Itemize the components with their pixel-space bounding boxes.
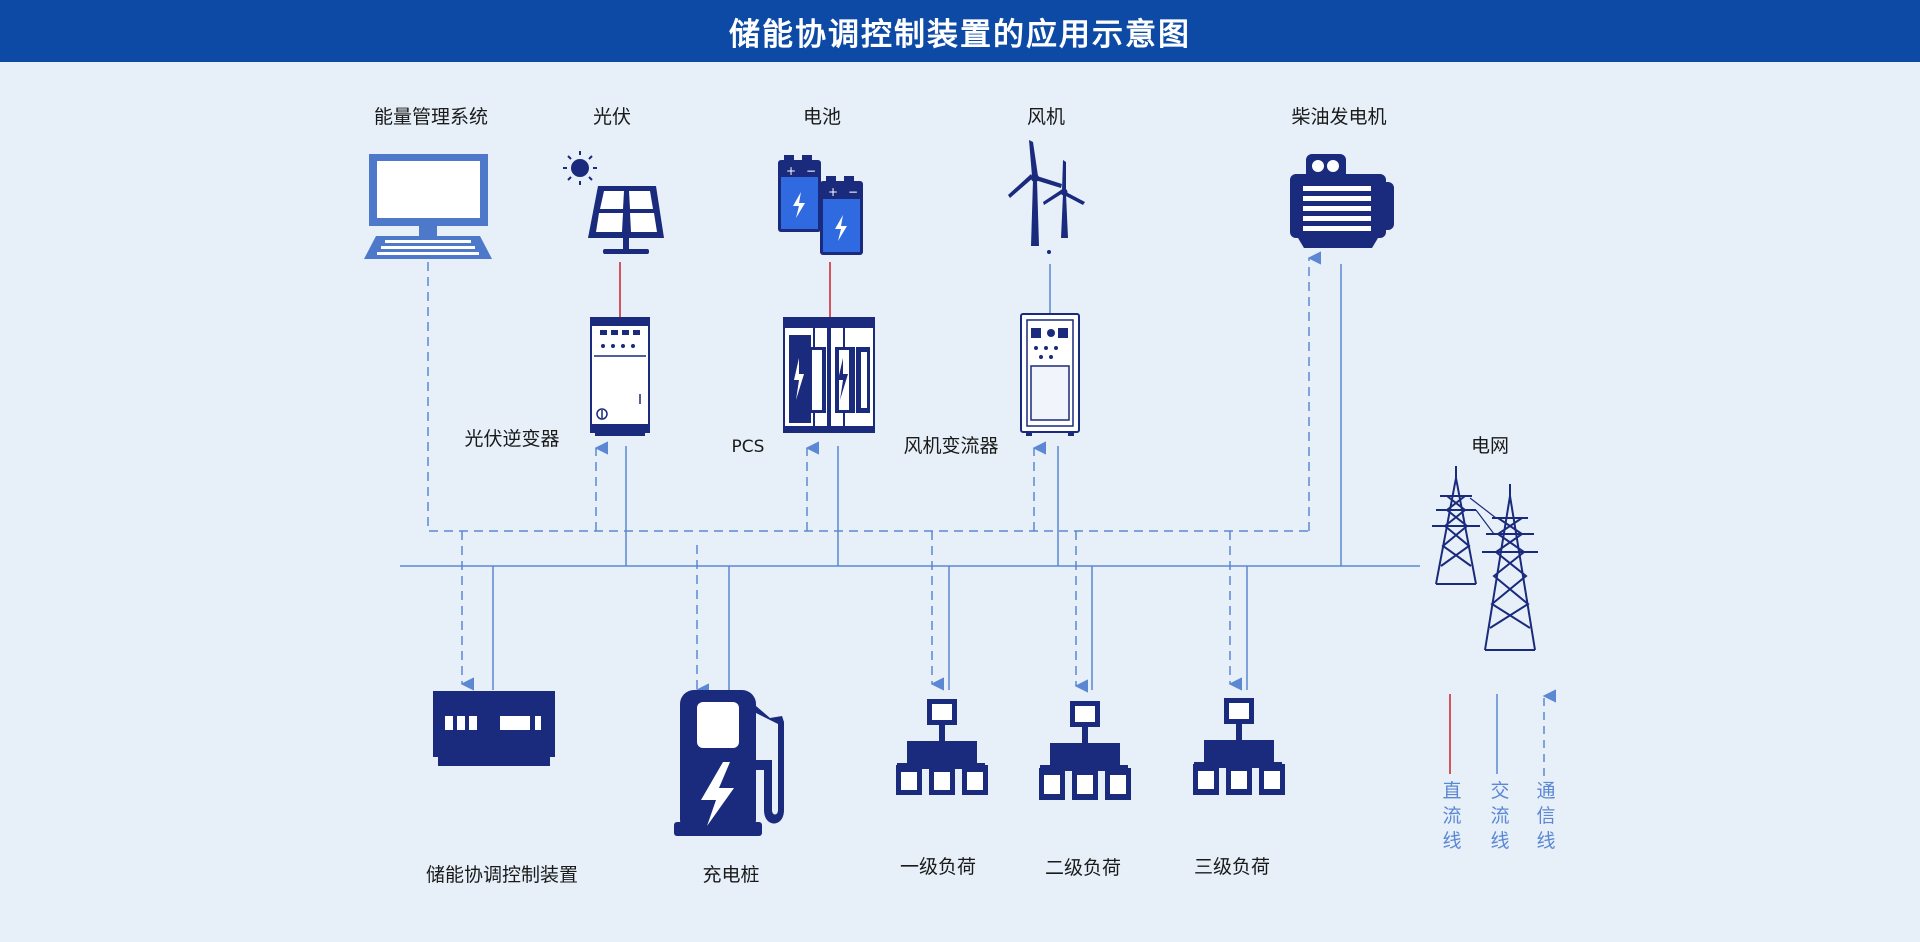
diesel-generator-icon	[1290, 154, 1394, 248]
inverter-cabinet-icon	[590, 317, 650, 436]
label-ems: 能量管理系统	[374, 106, 488, 128]
legend-comm-char-3: 线	[1536, 830, 1555, 852]
monitor-icon	[364, 154, 492, 259]
legend: 直 流 线 交 流 线 通 信 线	[1442, 689, 1557, 852]
label-load2: 二级负荷	[1045, 857, 1121, 879]
load-3-icon	[1193, 698, 1285, 795]
label-charger: 充电桩	[702, 864, 759, 886]
legend-ac-char-1: 交	[1490, 780, 1509, 802]
pcs-cabinet-icon	[783, 317, 875, 433]
solar-panel-icon	[588, 186, 664, 254]
label-load1: 一级负荷	[900, 856, 976, 878]
connection-lines	[400, 251, 1420, 697]
svg-text:+: +	[828, 185, 838, 199]
legend-comm-char-1: 通	[1536, 780, 1555, 802]
page-title: 储能协调控制装置的应用示意图	[729, 16, 1191, 53]
sun-icon	[563, 151, 597, 185]
label-grid: 电网	[1471, 435, 1509, 457]
label-diesel: 柴油发电机	[1291, 106, 1386, 128]
legend-ac-char-3: 线	[1490, 830, 1509, 852]
label-pcs: PCS	[732, 437, 765, 457]
label-controller: 储能协调控制装置	[426, 864, 578, 886]
legend-dc-char-2: 流	[1442, 805, 1461, 827]
label-pv-inverter: 光伏逆变器	[464, 428, 559, 450]
svg-text:−: −	[806, 164, 816, 178]
label-load3: 三级负荷	[1194, 856, 1270, 878]
battery-icon: + − + −	[778, 155, 863, 255]
load-1-icon	[896, 699, 988, 795]
charging-pile-icon	[674, 690, 784, 836]
legend-comm-char-2: 信	[1536, 805, 1555, 827]
transmission-tower-icon	[1432, 466, 1538, 651]
label-wind-converter: 风机变流器	[903, 435, 998, 457]
legend-dc-char-3: 线	[1442, 830, 1461, 852]
controller-device-icon	[433, 691, 555, 766]
converter-cabinet-icon	[1020, 313, 1080, 436]
legend-ac-char-2: 流	[1490, 805, 1509, 827]
svg-text:+: +	[786, 164, 796, 178]
comm-line-main	[427, 262, 1309, 532]
load-network-icon	[896, 698, 1285, 800]
label-battery: 电池	[803, 106, 841, 128]
load-2-icon	[1039, 701, 1131, 800]
header-bar: 储能协调控制装置的应用示意图	[0, 0, 1920, 62]
svg-text:−: −	[848, 185, 858, 199]
wind-turbine-icon	[1008, 140, 1085, 254]
label-wind: 风机	[1027, 106, 1065, 128]
label-pv: 光伏	[593, 106, 631, 128]
legend-dc-char-1: 直	[1442, 780, 1461, 802]
